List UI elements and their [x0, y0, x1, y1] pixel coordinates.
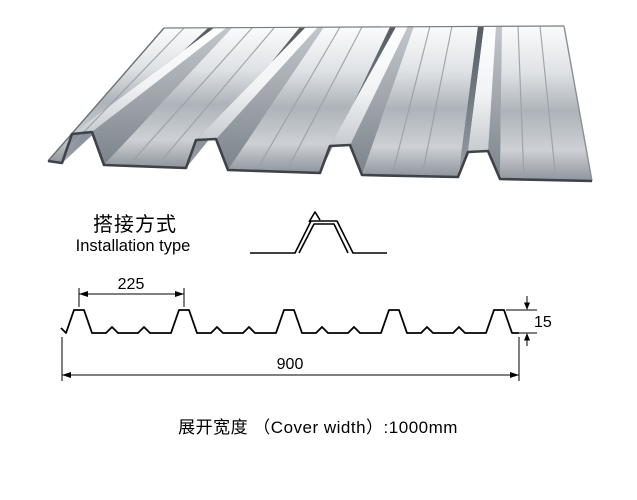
rib-right-slope	[488, 26, 502, 179]
pan-stiffener-lines	[54, 25, 557, 181]
cover-width-caption: 展开宽度 （Cover width）:1000mm	[178, 418, 458, 437]
rib-right-slope	[216, 27, 324, 170]
rib-top-face	[72, 28, 226, 134]
rib-top-face	[468, 26, 496, 152]
arrowhead-down	[524, 302, 530, 310]
sheet-right-edge	[563, 25, 593, 182]
sheet-front-profile-edge	[47, 130, 593, 183]
sheet-back-edge	[163, 25, 565, 29]
sheet-3d-view	[47, 25, 593, 183]
lap-inner-sheet-profile	[298, 223, 349, 254]
dim-rib-spacing-value: 225	[118, 276, 145, 293]
arrowhead-up	[524, 333, 530, 341]
dimension-900	[61, 337, 520, 381]
arrowhead-right	[510, 372, 519, 378]
rib-right-slope	[350, 26, 414, 175]
profile-outline	[60, 309, 519, 334]
pan-face	[104, 27, 300, 168]
rib-right-slope	[92, 28, 232, 165]
lap-label-en: Installation type	[76, 237, 191, 255]
pan-face	[228, 27, 390, 173]
profile-cross-section	[60, 309, 519, 334]
lap-sheet-edge-tip	[308, 211, 321, 223]
lap-joint-diagram	[250, 211, 387, 254]
rib-top-face	[330, 26, 408, 146]
dim-cover-width-value: 900	[277, 356, 304, 373]
pan-face	[362, 26, 478, 177]
arrowhead-left	[79, 291, 88, 297]
rib-left-slope	[458, 26, 484, 177]
dimension-225	[78, 288, 185, 307]
arrowhead-left	[62, 372, 71, 378]
arrowhead-right	[175, 291, 184, 297]
rib-top-face	[196, 27, 318, 140]
lap-label-cn: 搭接方式	[93, 213, 177, 236]
lap-outer-sheet-profile	[250, 220, 387, 254]
dim-rib-height-value: 15	[534, 314, 552, 331]
dimension-15	[506, 296, 537, 346]
sheet-left-edge	[47, 27, 165, 162]
